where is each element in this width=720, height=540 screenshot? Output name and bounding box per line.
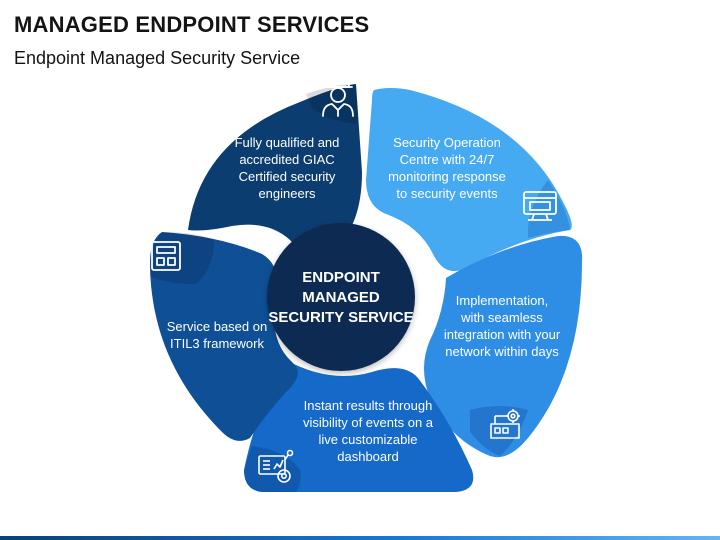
center-title-line: MANAGED [302, 289, 380, 306]
segment-text-line: ITIL3 framework [170, 336, 264, 351]
segment-text-line: visibility of events on a [303, 415, 434, 430]
page-title: MANAGED ENDPOINT SERVICES [14, 12, 370, 37]
segment-text-line: network within days [445, 344, 559, 359]
segment-itil-shape [150, 232, 298, 441]
center-circle [267, 223, 415, 371]
page-subtitle: Endpoint Managed Security Service [14, 48, 301, 68]
segment-implementation-shape [424, 235, 583, 458]
network-gear-icon [490, 409, 520, 439]
segment-text-line: Certified security [239, 169, 336, 184]
segment-text-line: accredited GIAC [239, 152, 334, 167]
segment-dashboard-shape [244, 360, 474, 492]
center-title-line: ENDPOINT [302, 269, 380, 286]
center-title-line: SECURITY SERVICE [268, 309, 413, 326]
segment-soc-accent [527, 180, 570, 238]
segment-dashboard-text: Instant results through visibility of eve… [303, 398, 434, 464]
segment-text-line: Centre with 24/7 [400, 152, 495, 167]
segment-text-line: Implementation, [456, 293, 549, 308]
monitor-icon [523, 191, 557, 221]
segment-text-line: to security events [396, 186, 498, 201]
segment-implementation-text: Implementation, with seamless integration … [444, 293, 561, 359]
segment-text-line: Instant results through [304, 398, 433, 413]
calculator-icon [151, 241, 181, 271]
segment-dashboard: Instant results through visibility of eve… [244, 360, 474, 492]
segment-implementation: Implementation, with seamless integration … [424, 235, 583, 458]
segment-itil-accent [150, 232, 214, 284]
segment-text-line: live customizable [319, 432, 418, 447]
segment-itil: Service based on ITIL3 framework [150, 232, 298, 441]
center-hub: ENDPOINT MANAGED SECURITY SERVICE [267, 223, 415, 371]
segment-itil-text: Service based on ITIL3 framework [167, 319, 267, 351]
segment-soc-shape [366, 88, 572, 272]
segment-text-line: Service based on [167, 319, 267, 334]
center-title: ENDPOINT MANAGED SECURITY SERVICE [268, 269, 413, 326]
engineer-icon [322, 76, 354, 117]
segment-engineers: Fully qualified and accredited GIAC Certif… [188, 76, 362, 255]
segment-text-line: dashboard [337, 449, 398, 464]
segment-text-line: Fully qualified and [235, 135, 340, 150]
segment-engineers-shape [188, 84, 362, 255]
bottom-accent-bar [0, 536, 720, 540]
segment-text-line: with seamless [460, 310, 543, 325]
segment-text-line: monitoring response [388, 169, 506, 184]
segment-engineers-text: Fully qualified and accredited GIAC Certif… [235, 135, 340, 201]
dashboard-icon [258, 449, 294, 483]
segment-text-line: integration with your [444, 327, 561, 342]
segment-text-line: Security Operation [393, 135, 501, 150]
segment-text-line: engineers [258, 186, 316, 201]
